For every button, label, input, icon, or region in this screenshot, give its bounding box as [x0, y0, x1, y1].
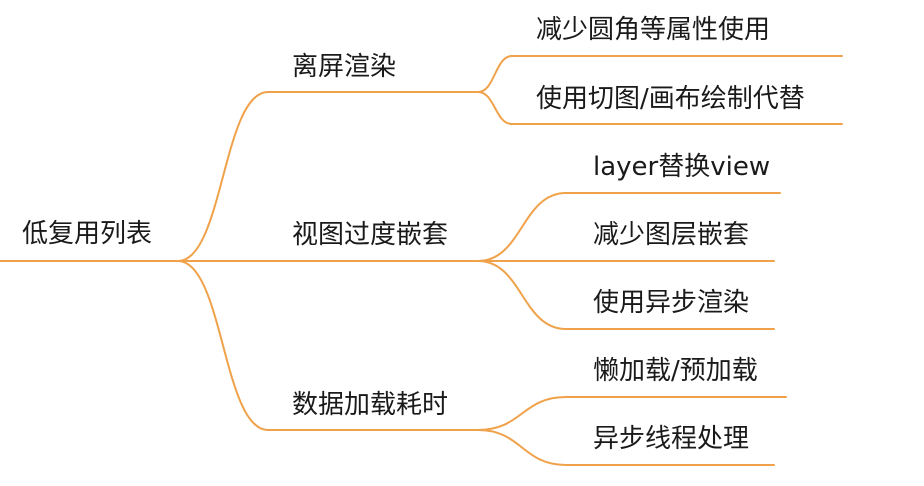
leaf-node: 减少圆角等属性使用: [536, 15, 771, 45]
edge-branch-to-leaf: [477, 396, 567, 431]
leaf-node: 懒加载/预加载: [593, 356, 758, 386]
edge-branch-to-leaf: [477, 192, 567, 262]
edge-branch-to-leaf: [477, 55, 513, 93]
edge-branch-to-leaf: [477, 429, 567, 466]
branch-node-view-nesting: 视图过度嵌套: [292, 220, 449, 250]
branch-node-offscreen-rendering: 离屏渲染: [292, 52, 397, 82]
edge-branch-to-leaf: [477, 91, 513, 125]
root-node: 低复用列表: [22, 219, 153, 249]
leaf-node: 减少图层嵌套: [593, 220, 750, 250]
leaf-node: 使用异步渲染: [593, 288, 750, 318]
edge-branch-to-leaf: [477, 260, 567, 330]
leaf-node: 使用切图/画布绘制代替: [536, 84, 805, 114]
branch-node-data-loading: 数据加载耗时: [292, 390, 449, 420]
leaf-node: 异步线程处理: [593, 424, 750, 454]
leaf-node: layer替换view: [593, 152, 771, 182]
edge-root-to-branch: [177, 91, 269, 262]
edge-root-to-branch: [177, 260, 269, 431]
